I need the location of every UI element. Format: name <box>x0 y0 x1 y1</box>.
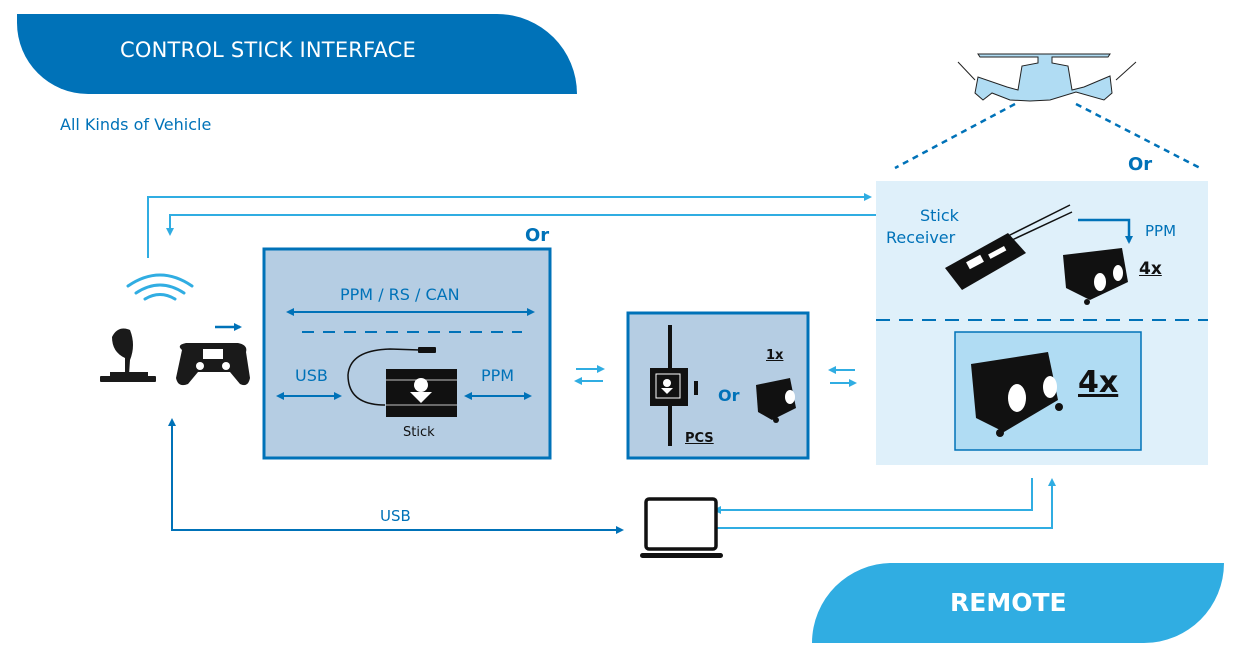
receiver-ppm-arrow <box>1078 218 1133 244</box>
vehicle-link-left <box>894 102 1016 170</box>
remote-to-laptop-arrow <box>713 478 1033 514</box>
header-banner <box>17 14 577 94</box>
pcs-or-label: Or <box>718 386 740 405</box>
bus-label: PPM / RS / CAN <box>340 285 460 304</box>
stick-device-icon <box>347 347 457 417</box>
receiver-label-1: Stick <box>920 206 959 225</box>
footer-banner <box>812 563 1224 643</box>
laptop-to-remote-arrow <box>708 478 1056 529</box>
page-subtitle: All Kinds of Vehicle <box>60 115 212 134</box>
pcs-label: PCS <box>685 431 714 446</box>
laptop-icon <box>640 497 723 558</box>
servo-small-icon <box>756 378 796 423</box>
stick-receiver-icon <box>945 204 1073 290</box>
servo-group-large-icon <box>971 352 1063 437</box>
receiver-ppm-label: PPM <box>1145 222 1177 240</box>
stick-or-label: Or <box>525 225 550 246</box>
usb-label: USB <box>295 366 328 385</box>
pcs-device-icon <box>650 325 698 446</box>
vehicle-or-label: Or <box>1128 154 1153 175</box>
vehicle-link-right <box>1075 102 1201 170</box>
joystick-icon <box>100 328 156 382</box>
gamepad-icon <box>176 343 250 386</box>
page-title: CONTROL STICK INTERFACE <box>120 38 416 62</box>
usb-bottom-arrow <box>171 440 624 534</box>
drone-icon <box>957 53 1137 102</box>
wifi-icon <box>126 273 194 301</box>
stick-label: Stick <box>403 425 435 440</box>
servo-group-small-icon <box>1063 248 1128 305</box>
servo-count-4x-large: 4x <box>1078 365 1119 400</box>
remote-title: REMOTE <box>950 588 1067 617</box>
stick-box <box>262 247 552 460</box>
wireless-out-arrow <box>147 193 872 258</box>
servo-count-4x-small: 4x <box>1139 259 1162 279</box>
receiver-label-2: Receiver <box>886 228 956 247</box>
ppm-label: PPM <box>481 366 515 385</box>
servo-count-small: 1x <box>766 348 784 363</box>
bottom-usb-label: USB <box>380 507 411 525</box>
wireless-in-arrow <box>166 214 876 236</box>
